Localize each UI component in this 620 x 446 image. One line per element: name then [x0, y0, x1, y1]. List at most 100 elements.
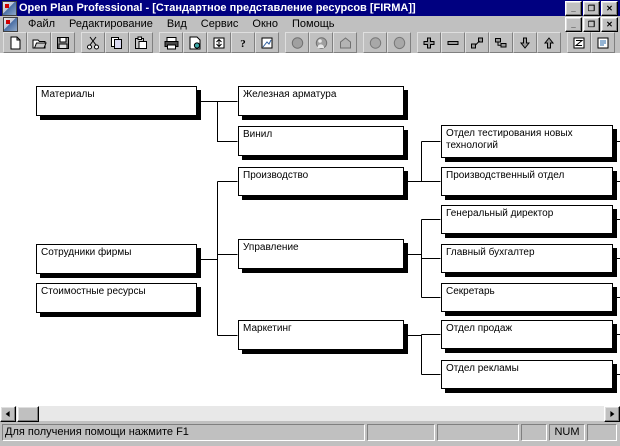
document-window-icon[interactable] [3, 16, 18, 32]
node-label: Генеральный директор [446, 208, 554, 219]
open-folder-icon[interactable] [27, 32, 51, 53]
mdi-restore-icon: ❐ [587, 19, 596, 29]
print-icon[interactable] [159, 32, 183, 53]
menu-service[interactable]: Сервис [200, 17, 239, 30]
resource-node[interactable]: Секретарь [441, 283, 613, 312]
remove-minus-icon[interactable] [441, 32, 465, 53]
menu-window[interactable]: Окно [252, 17, 278, 30]
chevron-left-icon [5, 411, 10, 417]
node-label: Отдел рекламы [446, 363, 519, 374]
toolbar-group-misc [567, 32, 615, 53]
chevron-right-icon [610, 411, 615, 417]
scrollbar-thumb[interactable] [17, 406, 39, 422]
scroll-left-button[interactable] [0, 406, 16, 422]
node-label: Маркетинг [243, 323, 292, 334]
help-question-icon[interactable]: ? [231, 32, 255, 53]
menu-items: Файл Редактирование Вид Сервис Окно Помо… [21, 17, 565, 32]
close-button[interactable]: ✕ [601, 0, 618, 16]
minimize-icon: _ [571, 3, 576, 13]
node-label: Секретарь [446, 286, 495, 297]
resource-person-icon[interactable] [309, 32, 333, 53]
mdi-window-controls: _ ❐ ✕ [565, 16, 618, 32]
scroll-right-button[interactable] [604, 406, 620, 422]
status-panel-3 [437, 424, 519, 441]
node-label: Отдел тестирования новых технологий [446, 128, 573, 151]
link-icon[interactable] [465, 32, 489, 53]
toolbar-group-edit-structure [417, 32, 561, 53]
close-icon: ✕ [606, 3, 613, 13]
restore-button[interactable]: ❐ [583, 0, 600, 16]
horizontal-scrollbar[interactable] [0, 405, 620, 422]
mdi-minimize-icon: _ [571, 19, 576, 29]
mdi-minimize-button[interactable]: _ [565, 16, 582, 32]
resource-node[interactable]: Отдел продаж [441, 320, 613, 349]
paste-icon[interactable] [129, 32, 153, 53]
move-down-icon[interactable] [513, 32, 537, 53]
add-plus-icon[interactable] [417, 32, 441, 53]
node-label: Материалы [41, 89, 95, 100]
connector-lines [197, 101, 620, 375]
menu-help[interactable]: Помощь [291, 17, 335, 30]
status-message: Для получения помощи нажмите F1 [2, 424, 365, 441]
resource-node[interactable]: Маркетинг [238, 320, 404, 350]
resource-node[interactable]: Производство [238, 167, 404, 196]
save-disk-icon[interactable] [51, 32, 75, 53]
notes-icon[interactable] [591, 32, 615, 53]
mdi-close-icon: ✕ [606, 19, 613, 29]
resource-node[interactable]: Сотрудники фирмы [36, 244, 197, 274]
node-label: Винил [243, 129, 273, 140]
print-preview-icon[interactable] [183, 32, 207, 53]
resource-node[interactable]: Железная арматура [238, 86, 404, 116]
filled-ellipse-icon[interactable] [387, 32, 411, 53]
sort-icon[interactable] [207, 32, 231, 53]
node-label: Сотрудники фирмы [41, 247, 132, 258]
menu-bar: Файл Редактирование Вид Сервис Окно Помо… [0, 16, 620, 32]
status-panel-4 [521, 424, 547, 441]
mdi-restore-button[interactable]: ❐ [583, 16, 600, 32]
minimize-button[interactable]: _ [565, 0, 582, 16]
toolbar-group-file [3, 32, 75, 53]
node-label: Стоимостные ресурсы [41, 286, 146, 297]
whats-this-icon[interactable] [255, 32, 279, 53]
resource-node[interactable]: Стоимостные ресурсы [36, 283, 197, 313]
resource-node[interactable]: Материалы [36, 86, 197, 116]
menu-file[interactable]: Файл [28, 17, 56, 30]
status-bar: Для получения помощи нажмите F1 NUM [0, 421, 620, 446]
resource-node[interactable]: Отдел рекламы [441, 360, 613, 389]
node-label: Производственный отдел [446, 170, 565, 181]
resource-node[interactable]: Генеральный директор [441, 205, 613, 234]
resource-node[interactable]: Управление [238, 239, 404, 269]
node-label: Железная арматура [243, 89, 337, 100]
node-label: Управление [243, 242, 299, 253]
resource-shape-icon[interactable] [333, 32, 357, 53]
resource-circle-icon[interactable] [285, 32, 309, 53]
status-panel-2 [367, 424, 435, 441]
scrollbar-track[interactable] [16, 406, 604, 422]
status-num-indicator: NUM [549, 424, 585, 441]
zigzag-icon[interactable] [567, 32, 591, 53]
window-title: Open Plan Professional - [Стандартное пр… [19, 2, 416, 14]
node-label: Главный бухгалтер [446, 247, 535, 258]
new-file-icon[interactable] [3, 32, 27, 53]
cut-scissors-icon[interactable] [81, 32, 105, 53]
resource-diagram-canvas[interactable]: Материалы Железная арматура Винил Отдел … [0, 53, 620, 405]
app-window-icon[interactable] [2, 1, 17, 16]
outdent-icon[interactable] [489, 32, 513, 53]
copy-icon[interactable] [105, 32, 129, 53]
window-controls: _ ❐ ✕ [565, 0, 618, 16]
resource-node[interactable]: Винил [238, 126, 404, 156]
status-panel-6 [587, 424, 617, 441]
menu-edit[interactable]: Редактирование [69, 17, 153, 30]
filled-circle-icon[interactable] [363, 32, 387, 53]
menu-view[interactable]: Вид [166, 17, 187, 30]
node-label: Отдел продаж [446, 323, 513, 334]
resource-node[interactable]: Отдел тестирования новых технологий [441, 125, 613, 158]
toolbar-group-clipboard [81, 32, 153, 53]
move-up-icon[interactable] [537, 32, 561, 53]
toolbar-group-print: ? [159, 32, 279, 53]
resource-node[interactable]: Производственный отдел [441, 167, 613, 196]
resource-node[interactable]: Главный бухгалтер [441, 244, 613, 273]
toolbar-group-resources [285, 32, 357, 53]
mdi-close-button[interactable]: ✕ [601, 16, 618, 32]
